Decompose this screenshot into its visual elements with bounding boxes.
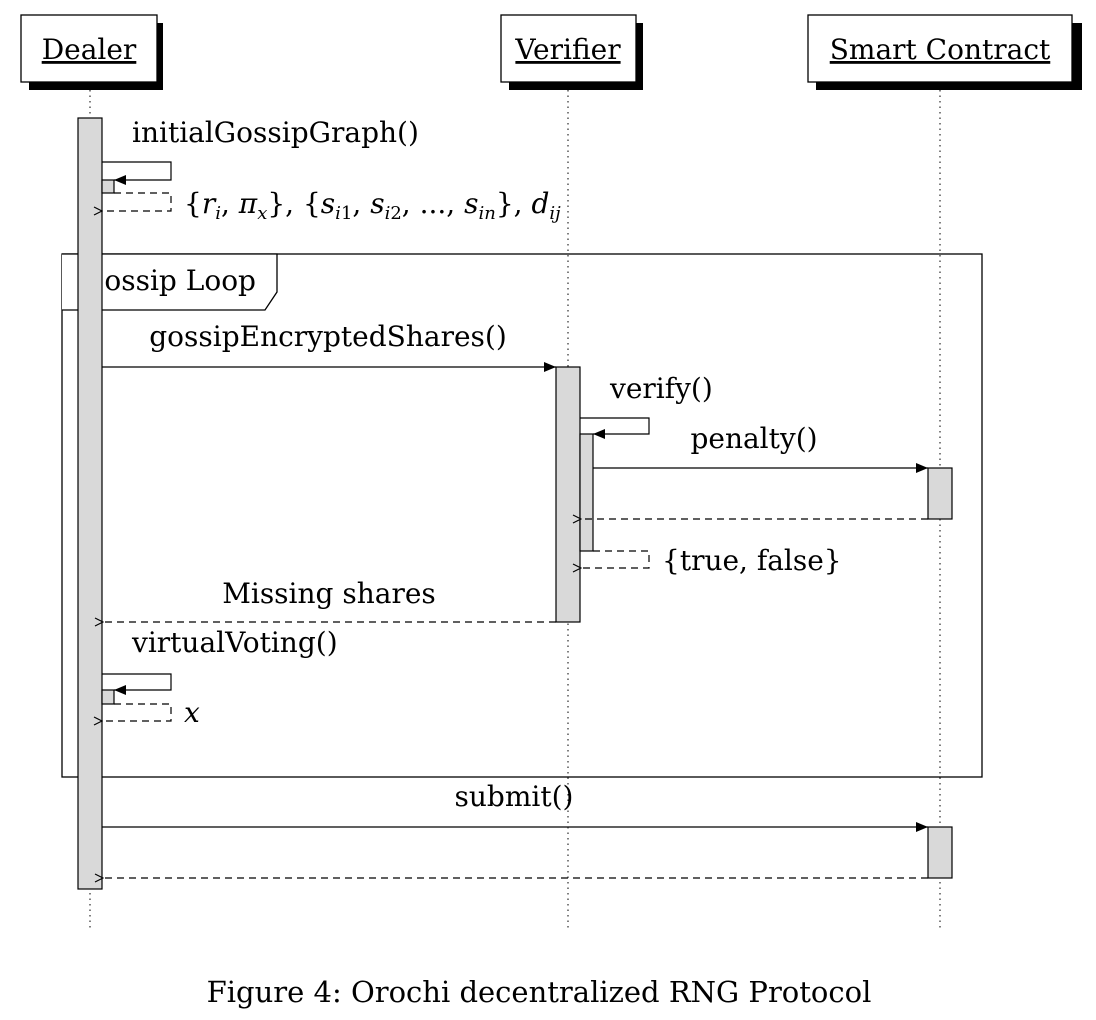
participant-verifier: Verifier	[500, 14, 643, 90]
contract-activation-1	[927, 467, 953, 520]
msg-initial-return-arrow	[102, 192, 172, 211]
msg-verify-return-arrow	[581, 550, 650, 568]
msg-virtual-voting-label: virtualVoting()	[131, 626, 338, 659]
dealer-activation	[77, 117, 103, 890]
participant-dealer: Dealer	[20, 14, 163, 90]
dealer-self-activation-2	[101, 689, 115, 705]
msg-missing-shares-label: Missing shares	[222, 577, 436, 610]
dealer-self-activation-1	[101, 179, 115, 194]
participant-smart-contract-label: Smart Contract	[830, 33, 1051, 66]
msg-virtual-voting-return-label: x	[184, 696, 200, 729]
verifier-activation	[555, 366, 581, 623]
msg-virtual-voting-return-arrow	[102, 703, 172, 721]
msg-verify-arrow	[580, 417, 650, 439]
msg-initial-gossip-graph-label: initialGossipGraph()	[132, 116, 419, 149]
msg-penalty-label: penalty()	[690, 422, 817, 455]
msg-initial-return-label: {ri, πx}, {si1, si2, ..., sin}, dij	[184, 187, 561, 224]
gossip-loop-label: Gossip Loop	[82, 264, 256, 297]
participant-dealer-label: Dealer	[42, 33, 137, 66]
msg-submit-label: submit()	[455, 780, 574, 813]
participant-smart-contract: Smart Contract	[807, 14, 1082, 90]
figure-caption: Figure 4: Orochi decentralized RNG Proto…	[207, 975, 872, 1009]
verifier-self-activation	[579, 433, 594, 552]
msg-verify-label: verify()	[609, 372, 713, 405]
gossip-loop-frame: Gossip Loop	[61, 253, 983, 778]
participant-verifier-label: Verifier	[514, 33, 621, 66]
msg-initial-gossip-graph-arrow	[102, 161, 172, 185]
contract-activation-2	[927, 826, 953, 879]
msg-verify-return-label: {true, false}	[662, 544, 842, 577]
msg-gossip-encrypted-shares-label: gossipEncryptedShares()	[149, 320, 507, 353]
msg-virtual-voting-arrow	[102, 673, 172, 695]
